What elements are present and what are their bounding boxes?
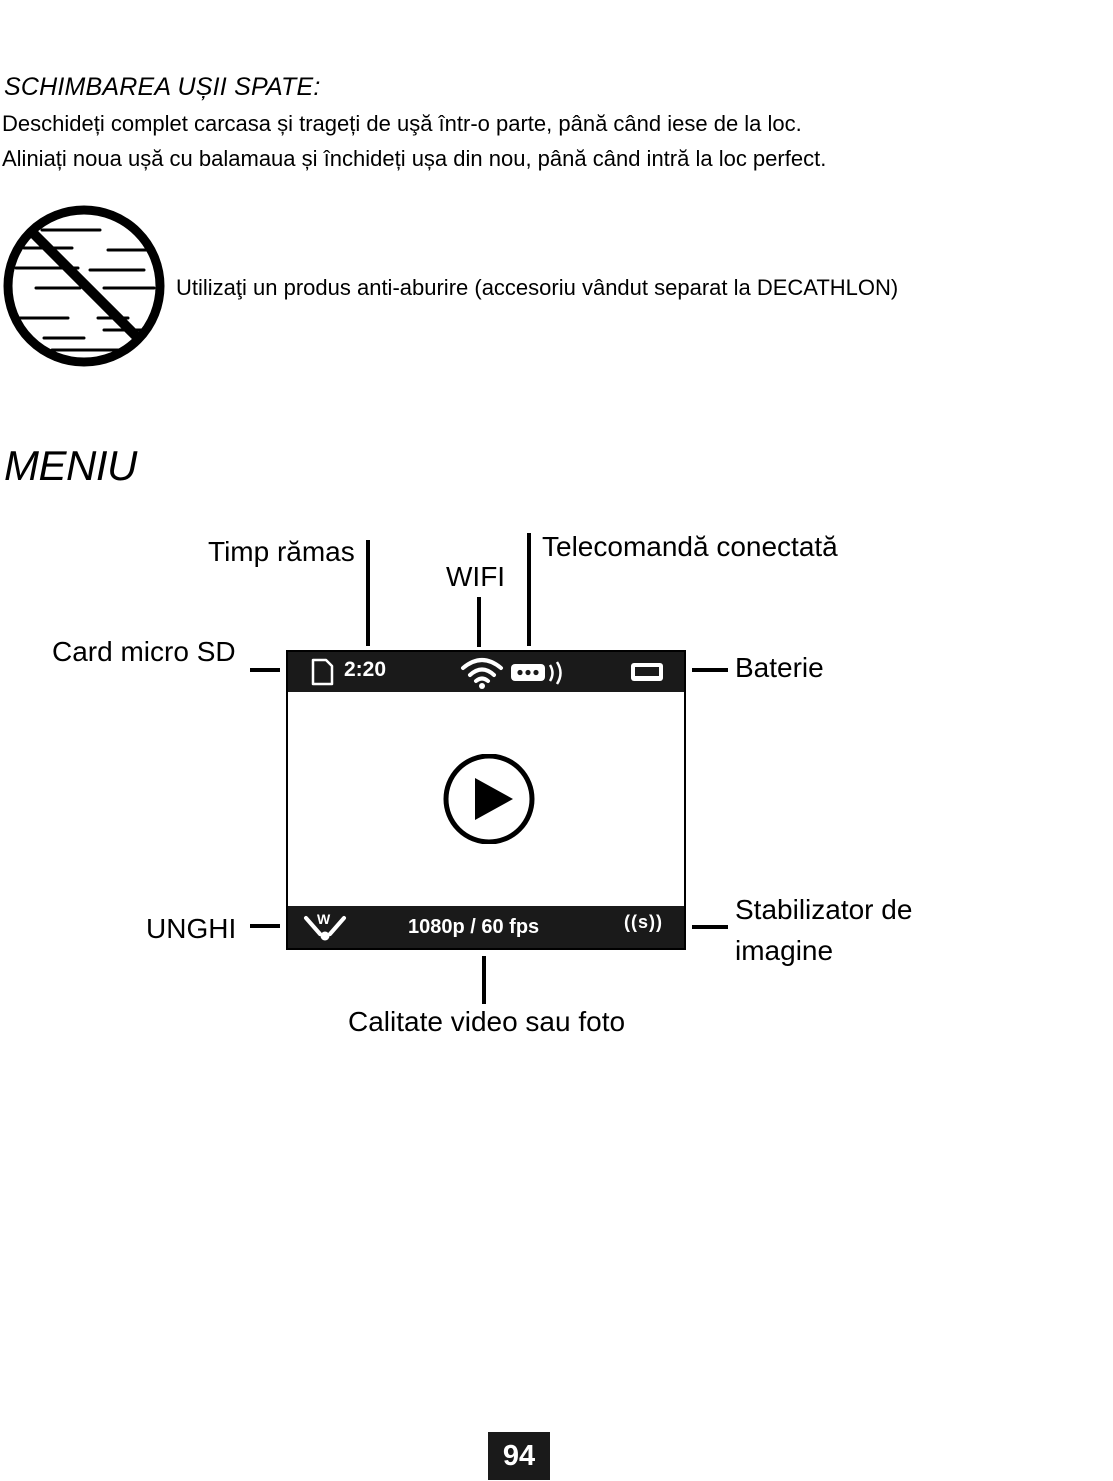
wifi-label: WIFI (446, 561, 506, 592)
menu-title: MENIU (4, 442, 137, 489)
no-fog-icon (3, 205, 165, 367)
angle-label: UNGHI (146, 913, 237, 944)
sd-card-leader-line (250, 668, 280, 672)
resolution-value: 1080p / 60 fps (408, 916, 540, 938)
door-instruction-line-2: Aliniați noua ușă cu balamaua și închide… (2, 146, 827, 171)
play-icon (443, 754, 535, 844)
wifi-leader-line (477, 597, 481, 647)
sd-card-label: Card micro SD (52, 636, 236, 667)
door-section-title: SCHIMBAREA UȘII SPATE: (4, 73, 321, 101)
page-number: 94 (488, 1432, 550, 1480)
remote-leader-line (527, 533, 531, 646)
battery-label: Baterie (735, 652, 824, 683)
remote-icon (511, 661, 562, 685)
screen-info-bar: W 1080p / 60 fps ((s)) (288, 906, 684, 948)
angle-leader-line (250, 924, 280, 928)
quality-leader-line (482, 956, 486, 1004)
stabilizer-label-line-2: imagine (735, 935, 834, 966)
sd-card-icon (311, 658, 334, 686)
battery-leader-line (692, 668, 728, 672)
stabilizer-label-line-1: Stabilizator de (735, 894, 913, 925)
stabilizer-badge: ((s)) (624, 912, 663, 932)
time-remaining-label: Timp rămas (208, 536, 355, 567)
screen-status-bar: 2:20 (288, 652, 684, 692)
battery-icon (631, 663, 663, 681)
remote-connected-label: Telecomandă conectată (542, 531, 838, 562)
time-leader-line (366, 540, 370, 646)
angle-badge-text: W (317, 911, 331, 927)
stabilizer-leader-line (692, 925, 728, 929)
quality-label: Calitate video sau foto (348, 1006, 626, 1037)
time-remaining-value: 2:20 (344, 658, 387, 681)
camera-screen: 2:20 W 1080p / 60 fps (286, 650, 686, 950)
door-instruction-line-1: Deschideți complet carcasa și trageți de… (2, 111, 802, 136)
wifi-icon (461, 658, 503, 689)
angle-icon: W (304, 911, 346, 941)
anti-fog-text: Utilizaţi un produs anti-aburire (acceso… (176, 275, 899, 300)
